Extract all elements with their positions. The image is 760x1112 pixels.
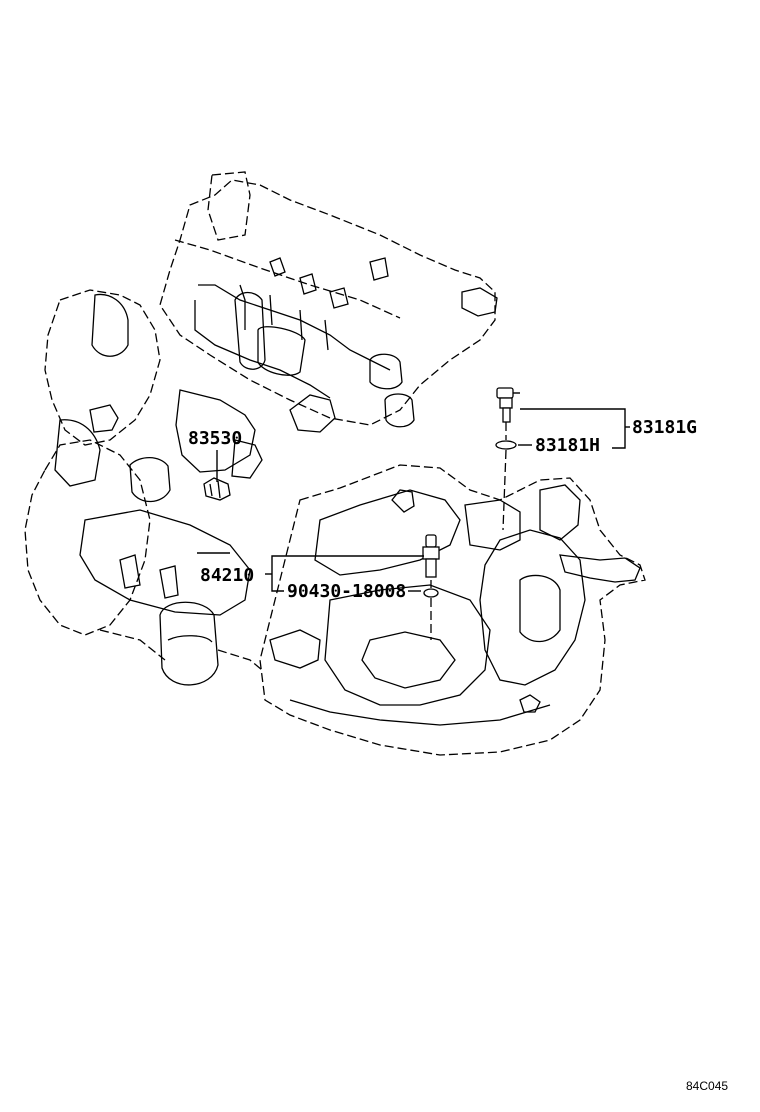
engine-assembly-drawing (24, 171, 646, 756)
callout-83181h: 83181H (535, 435, 600, 456)
leader-lines (197, 408, 630, 592)
callout-84210: 84210 (200, 565, 254, 586)
sensor-83181g-drawing (495, 387, 520, 531)
callout-83530: 83530 (188, 428, 242, 449)
sensor-83530-drawing (203, 477, 231, 501)
callout-83181g: 83181G (632, 417, 697, 438)
callout-90430-18008: 90430-18008 (287, 581, 406, 602)
sensor-84210-drawing (422, 534, 440, 640)
diagram-code: 84C045 (686, 1079, 728, 1093)
